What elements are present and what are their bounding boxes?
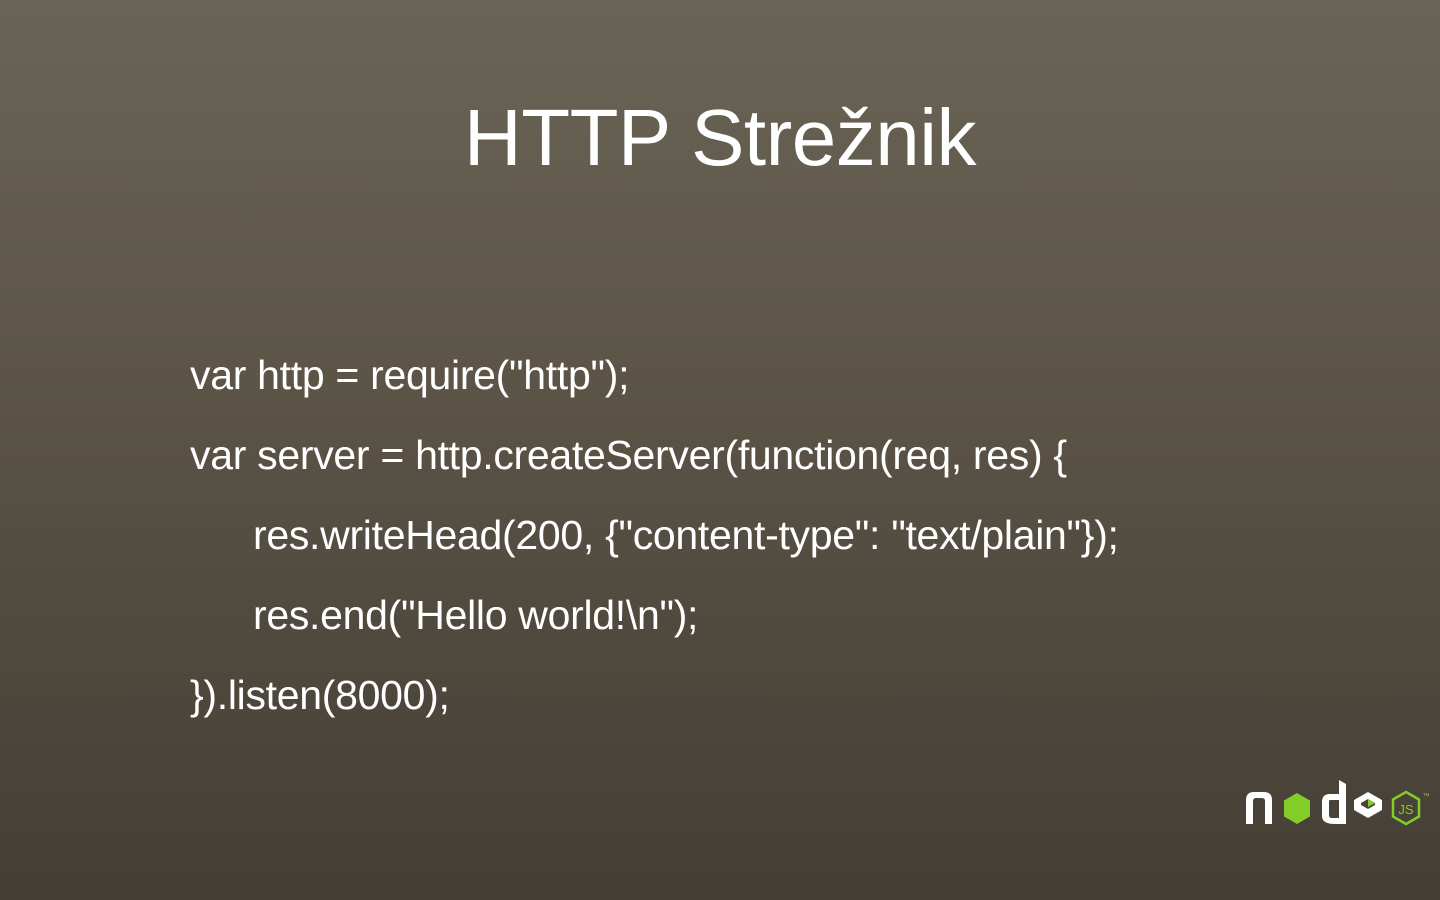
code-line: var server = http.createServer(function(… bbox=[190, 432, 1067, 478]
code-block: var http = require("http"); var server =… bbox=[190, 335, 1119, 735]
nodejs-logo-icon: JS ™ bbox=[1246, 780, 1430, 826]
slide-title: HTTP Strežnik bbox=[463, 93, 977, 182]
code-line: var http = require("http"); bbox=[190, 352, 630, 398]
code-line: res.writeHead(200, {"content-type": "tex… bbox=[253, 512, 1119, 558]
svg-text:JS: JS bbox=[1398, 802, 1414, 817]
code-line: res.end("Hello world!\n"); bbox=[253, 592, 699, 638]
logo-letter-o bbox=[1284, 793, 1310, 824]
logo-js-badge bbox=[1391, 790, 1421, 826]
logo-letter-d bbox=[1322, 780, 1346, 824]
code-line: }).listen(8000); bbox=[190, 672, 450, 718]
logo-letter-n bbox=[1246, 792, 1272, 824]
svg-text:™: ™ bbox=[1423, 793, 1430, 800]
